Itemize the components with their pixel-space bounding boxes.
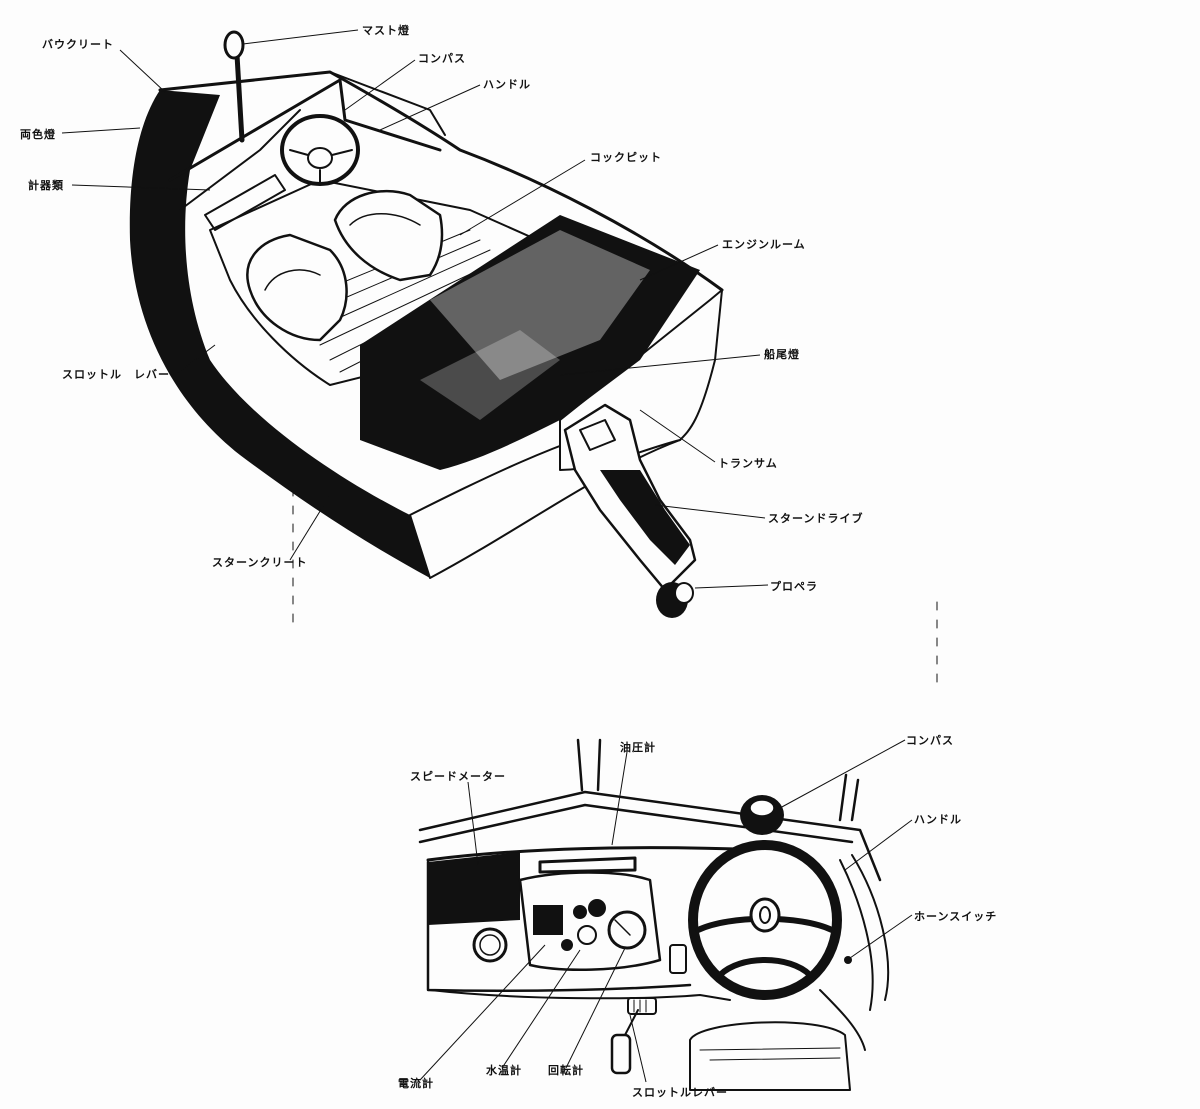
label-transom: トランサム	[718, 457, 778, 470]
label-propeller: プロペラ	[770, 580, 818, 593]
label-compass-boat: コンパス	[418, 52, 466, 65]
label-engine-room: エンジンルーム	[722, 238, 806, 251]
label-water-temp: 水温計	[486, 1064, 522, 1077]
label-throttle-lever-boat: スロットル レバー	[62, 368, 170, 381]
label-gauges: 計器類	[28, 179, 64, 192]
label-cockpit: コックピット	[590, 151, 662, 164]
label-handle-boat: ハンドル	[483, 78, 531, 91]
label-handle-dash: ハンドル	[914, 813, 962, 826]
label-stern-drive: スターンドライブ	[768, 512, 864, 525]
label-oil-pressure: 油圧計	[620, 741, 656, 754]
label-mast-light: マスト燈	[362, 24, 410, 37]
label-side-lights: 両色燈	[20, 128, 56, 141]
label-stern-light: 船尾燈	[764, 348, 800, 361]
label-throttle-lever-dash: スロットルレバー	[632, 1086, 728, 1099]
dashboard-illustration	[418, 738, 890, 1091]
boat-illustration	[129, 30, 938, 691]
label-speedometer: スピードメーター	[410, 770, 506, 783]
label-horn-switch: ホーンスイッチ	[914, 910, 998, 923]
label-stern-cleat: スターンクリート	[212, 556, 308, 569]
label-bow-cleat: バウクリート	[42, 38, 114, 51]
label-ammeter: 電流計	[398, 1077, 434, 1090]
leader-lines	[61, 29, 913, 1083]
label-tachometer: 回転計	[548, 1064, 584, 1077]
label-compass-dash: コンパス	[906, 734, 954, 747]
